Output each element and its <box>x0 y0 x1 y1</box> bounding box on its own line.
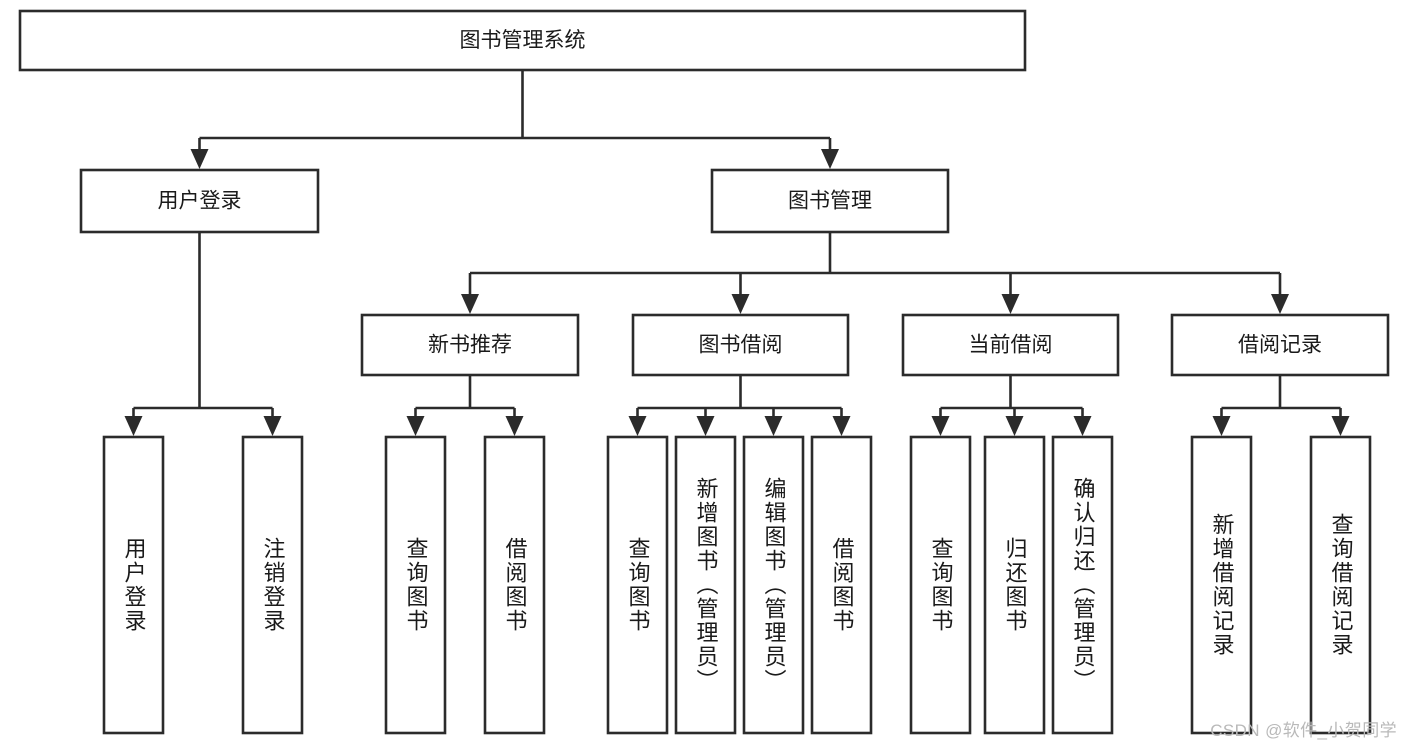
root-arrow-0 <box>190 149 209 169</box>
node-label-book-manage: 图书管理 <box>788 190 872 213</box>
borrow-record-leaves-arrow-0 <box>1212 416 1231 436</box>
node-label-new-book-rec: 新书推荐 <box>428 334 512 357</box>
node-leaf-confirm-return[interactable] <box>1051 435 1114 735</box>
node-leaf-query-book-3[interactable] <box>909 435 972 735</box>
node-user-login[interactable] <box>79 168 320 234</box>
new-book-rec-leaves-arrow-0 <box>406 416 425 436</box>
node-label-current-borrow: 当前借阅 <box>969 334 1053 357</box>
node-leaf-logout[interactable] <box>241 435 304 735</box>
node-root-system[interactable] <box>18 9 1027 72</box>
user-login-leaves-arrow-1 <box>263 416 282 436</box>
root-arrow-1 <box>821 149 839 169</box>
current-borrow-leaves-arrow-1 <box>1005 416 1024 436</box>
node-leaf-query-book-1[interactable] <box>384 435 447 735</box>
csdn-watermark: CSDN @软件_小贺同学 <box>1210 721 1397 740</box>
node-box-layer <box>18 9 1390 735</box>
node-label-book-borrow: 图书借阅 <box>699 334 783 357</box>
book-manage-arrow-1 <box>731 294 750 314</box>
current-borrow-leaves-arrow-2 <box>1073 416 1092 436</box>
current-borrow-leaves-arrow-0 <box>931 416 950 436</box>
borrow-record-leaves-arrow-1 <box>1331 416 1350 436</box>
node-leaf-borrow-book-1[interactable] <box>483 435 546 735</box>
book-borrow-leaves-arrow-3 <box>832 416 851 436</box>
book-manage-arrow-0 <box>461 294 479 314</box>
node-borrow-record[interactable] <box>1170 313 1390 377</box>
node-leaf-edit-book[interactable] <box>742 435 805 735</box>
node-leaf-borrow-book-2[interactable] <box>810 435 873 735</box>
node-leaf-add-book[interactable] <box>674 435 737 735</box>
new-book-rec-leaves-arrow-1 <box>505 416 524 436</box>
node-leaf-return-book[interactable] <box>983 435 1046 735</box>
node-label-user-login: 用户登录 <box>158 190 242 213</box>
node-leaf-add-record[interactable] <box>1190 435 1253 735</box>
node-leaf-user-login[interactable] <box>102 435 165 735</box>
book-borrow-leaves-arrow-0 <box>628 416 647 436</box>
node-leaf-query-record[interactable] <box>1309 435 1372 735</box>
connector-layer <box>124 70 1350 436</box>
node-leaf-query-book-2[interactable] <box>606 435 669 735</box>
book-borrow-leaves-arrow-1 <box>696 416 715 436</box>
node-book-borrow[interactable] <box>631 313 850 377</box>
node-label-borrow-record: 借阅记录 <box>1238 334 1322 357</box>
node-label-root: 图书管理系统 <box>460 29 586 52</box>
user-login-leaves-arrow-0 <box>124 416 143 436</box>
book-manage-arrow-2 <box>1001 294 1020 314</box>
book-manage-arrow-3 <box>1271 294 1289 314</box>
book-borrow-leaves-arrow-2 <box>764 416 783 436</box>
node-new-book-rec[interactable] <box>360 313 580 377</box>
node-book-manage[interactable] <box>710 168 950 234</box>
node-current-borrow[interactable] <box>901 313 1120 377</box>
